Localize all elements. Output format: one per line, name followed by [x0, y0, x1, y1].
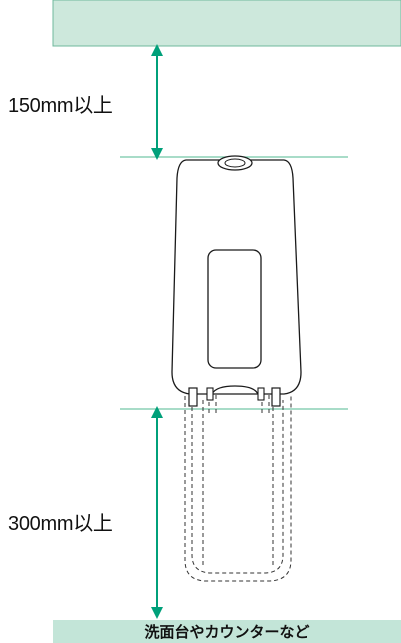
viewing-window: [207, 249, 262, 369]
leg-left-inner: [206, 387, 214, 401]
dispenser-device: [171, 155, 302, 407]
counter-surface: [53, 620, 401, 643]
dashed-device-outline: [184, 395, 292, 582]
leg-right: [271, 387, 281, 407]
leg-left: [188, 387, 198, 407]
ceiling-block: [52, 0, 401, 47]
bottom-clearance-label: 300mm以上: [8, 513, 113, 535]
counter-label: 洗面台やカウンターなど: [144, 623, 310, 641]
leg-right-inner: [257, 387, 265, 401]
top-cap-inner: [224, 158, 246, 168]
bottom-nozzle: [211, 385, 259, 395]
top-clearance-label: 150mm以上: [8, 95, 113, 117]
